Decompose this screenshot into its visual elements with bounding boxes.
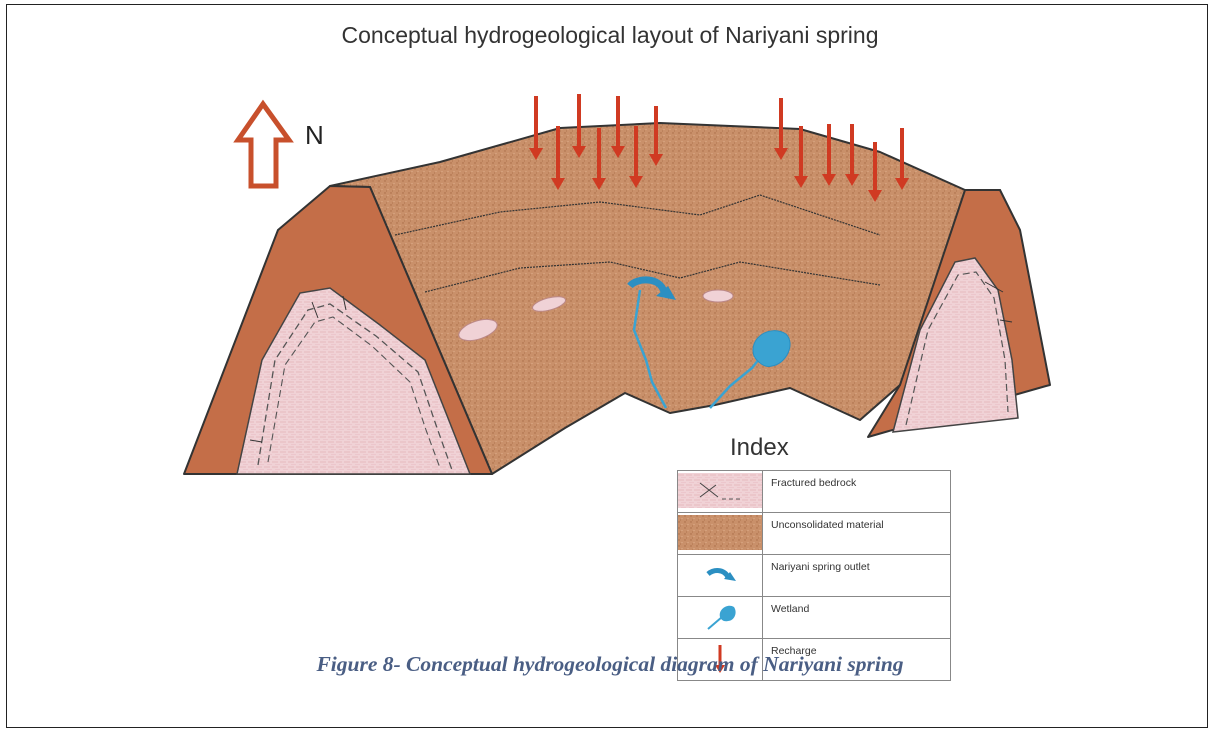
legend-row: Fractured bedrock — [678, 471, 951, 513]
legend-label: Unconsolidated material — [763, 513, 951, 555]
legend-label: Fractured bedrock — [763, 471, 951, 513]
index-title: Index — [730, 434, 789, 462]
north-arrow-icon — [238, 104, 289, 186]
legend-row: Wetland — [678, 597, 951, 639]
legend-label: Wetland — [763, 597, 951, 639]
wetland-icon — [678, 599, 762, 634]
legend-label: Nariyani spring outlet — [763, 555, 951, 597]
legend-table: Fractured bedrock Unconsolidated materia… — [677, 470, 951, 681]
spring-outlet-arrow-icon — [678, 557, 762, 592]
legend-row: Unconsolidated material — [678, 513, 951, 555]
unconsolidated-material-swatch — [678, 515, 762, 550]
north-label: N — [305, 120, 324, 151]
fractured-bedrock-swatch — [678, 473, 762, 508]
legend-row: Nariyani spring outlet — [678, 555, 951, 597]
figure-caption: Figure 8- Conceptual hydrogeological dia… — [0, 652, 1220, 677]
